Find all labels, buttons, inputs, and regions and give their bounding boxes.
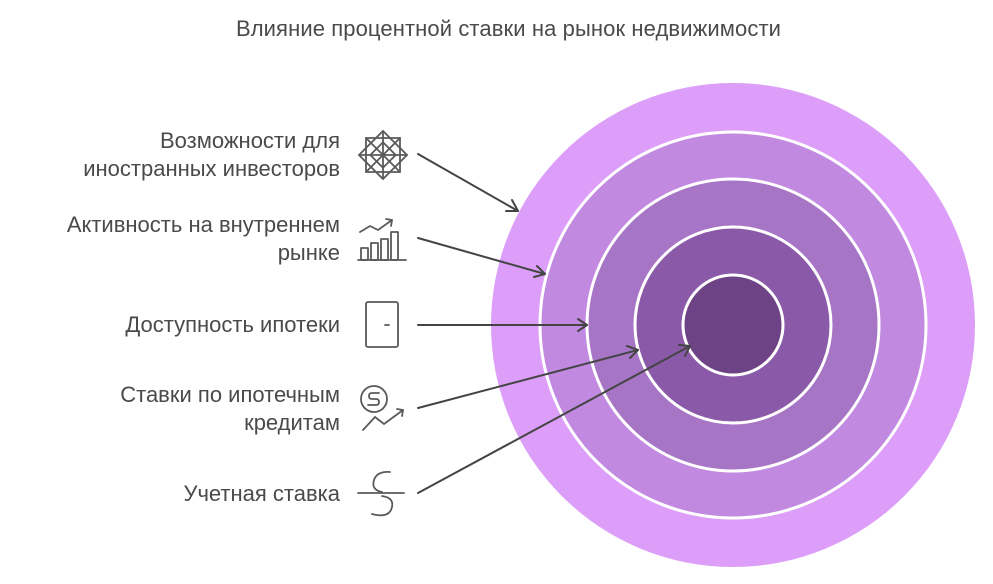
arrow-domestic-activity xyxy=(417,237,546,278)
label-line: Возможности для xyxy=(159,128,340,153)
label-line: кредитам xyxy=(244,410,340,435)
arrow-mortgage-rates xyxy=(417,345,639,409)
label-line: Ставки по ипотечным xyxy=(120,382,340,407)
label-domestic-activity: Активность на внутреннем рынке xyxy=(67,211,340,267)
label-foreign-investors: Возможности для иностранных инвесторов xyxy=(83,127,340,183)
diagram-title: Влияние процентной ставки на рынок недви… xyxy=(235,16,782,41)
door-icon xyxy=(365,301,399,348)
label-line: Доступность ипотеки xyxy=(125,312,340,337)
arrow-key-rate xyxy=(417,344,691,494)
label-mortgage-rates: Ставки по ипотечным кредитам xyxy=(120,381,340,437)
ring-core xyxy=(681,273,785,377)
label-line: Учетная ставка xyxy=(183,481,340,506)
label-mortgage-availability: Доступность ипотеки xyxy=(125,311,340,339)
curved-rate-icon xyxy=(357,471,405,517)
star-lattice-icon xyxy=(358,130,408,180)
label-line: иностранных инвесторов xyxy=(83,156,340,181)
label-key-rate: Учетная ставка xyxy=(183,480,340,508)
label-line: рынке xyxy=(277,240,340,265)
currency-trend-icon xyxy=(360,385,404,431)
arrow-foreign-investors xyxy=(417,153,519,212)
rising-bar-chart-icon xyxy=(357,218,407,261)
arrow-mortgage-availability xyxy=(417,318,588,332)
label-line: Активность на внутреннем xyxy=(66,212,340,237)
